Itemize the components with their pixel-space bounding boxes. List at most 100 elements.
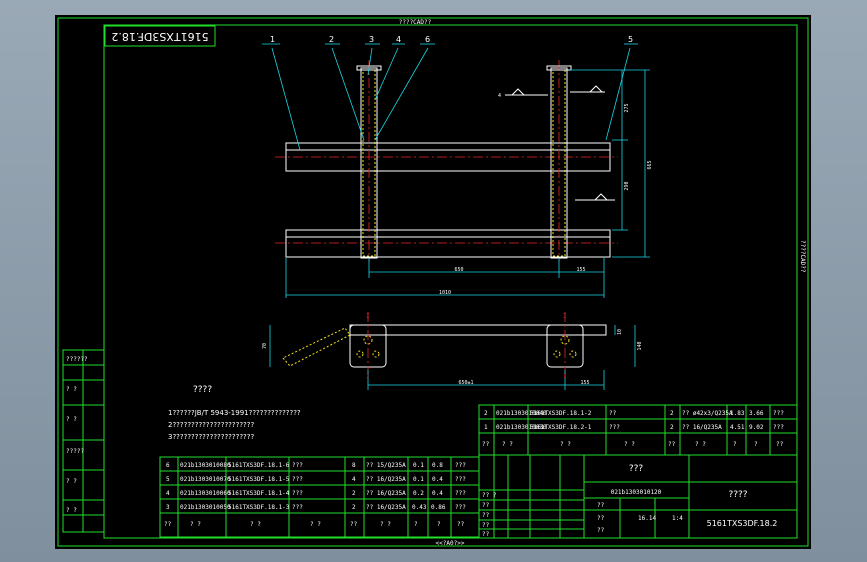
- section-mark: I: [563, 373, 567, 380]
- note-line: 2??????????????????????: [168, 421, 254, 429]
- bom-cell: 4: [166, 490, 170, 497]
- bom-header-cell: ? ?: [560, 441, 571, 448]
- bom-cell: 0.86: [431, 504, 446, 511]
- note-line: 1??????JB/T 5943-1991??????????????: [168, 409, 301, 417]
- bom-cell: 5161TXS3DF.18.1-2: [530, 410, 592, 417]
- section-mark: I: [366, 313, 370, 320]
- bom-header-cell: ?: [733, 441, 737, 448]
- bom-cell: 0.4: [432, 476, 443, 483]
- bom-cell: 021b1303010030: [496, 424, 547, 431]
- mirrored-number-box: [104, 25, 216, 47]
- bom-cell: ?? ø42x3/Q235A: [682, 410, 733, 417]
- bom-cell: 021b1303010060: [180, 490, 231, 497]
- bom-cell: ?? 15/Q235A: [366, 462, 406, 469]
- small-label: ??: [482, 512, 490, 519]
- bom-cell: 0.4: [432, 490, 443, 497]
- bom-header-cell: ? ?: [695, 441, 706, 448]
- dim-155-side: 155: [580, 380, 589, 386]
- bom-cell: ???: [455, 504, 466, 511]
- bom-cell: ???: [292, 476, 303, 483]
- bom-header-cell: ??: [776, 441, 784, 448]
- bom-cell: ???: [455, 462, 466, 469]
- weight: 16.14: [638, 515, 656, 522]
- bom-cell: ???: [292, 462, 303, 469]
- bom-cell: 0.43: [412, 504, 427, 511]
- bom-cell: 0.8: [432, 462, 443, 469]
- side-dimension-lines: [269, 325, 636, 390]
- dim-1010: 1010: [439, 290, 451, 296]
- section-mark: I: [563, 313, 567, 320]
- bom-cell: ?? 16/Q235A: [366, 476, 406, 483]
- small-label: ??: [597, 502, 605, 509]
- bom-cell: 3.66: [749, 410, 764, 417]
- bom-cell: 5161TXS3DF.18.1-5: [228, 476, 290, 483]
- small-label: ?? ?: [482, 492, 497, 499]
- outer-border: [57, 17, 809, 547]
- bom-cell: ???: [455, 476, 466, 483]
- small-label: ??: [482, 522, 490, 529]
- bom-cell: 1.83: [730, 410, 745, 417]
- side-label: ?????: [66, 448, 84, 455]
- bom-cell: 8: [352, 462, 356, 469]
- side-view[interactable]: 650±1 155 10 140 70 I I I I: [262, 312, 643, 390]
- bom-header-cell: ? ?: [502, 441, 513, 448]
- bom-cell: 2: [670, 410, 674, 417]
- bom-cell: ???: [609, 424, 620, 431]
- top-view[interactable]: 4 1 2 3 4 6 5: [262, 35, 653, 298]
- title-block[interactable]: ??? 021b1303010120 ???? 5161TXS3DF.18.2 …: [478, 454, 798, 539]
- inner-border: [103, 24, 798, 539]
- bom-cell: 6: [166, 462, 170, 469]
- bom-cell: 021b1303010050: [180, 504, 231, 511]
- bom-header-cell: ? ?: [624, 441, 635, 448]
- dimension-lines: [285, 69, 650, 298]
- dim-10: 10: [617, 329, 623, 335]
- callout-2: 2: [329, 35, 334, 44]
- bom-cell: 5161TXS3DF.18.1-4: [228, 490, 290, 497]
- bom-cell: 5161TXS3DF.18.1-6: [228, 462, 290, 469]
- svg-text:4: 4: [498, 93, 501, 99]
- bom-table[interactable]: 6 021b1303010080 5161TXS3DF.18.1-6 ??? 8…: [159, 456, 480, 538]
- bom-header-cell: ??: [350, 521, 358, 528]
- side-label: ? ?: [66, 386, 77, 393]
- bom-cell: 2: [352, 490, 356, 497]
- right-frame-label: ????CAD??: [799, 240, 806, 273]
- small-label: ??: [597, 515, 605, 522]
- small-label: ??: [482, 531, 490, 538]
- bom-cell: ?? 16/Q235A: [366, 504, 406, 511]
- scale: 1:4: [672, 515, 683, 522]
- bom-cell: 0.1: [413, 462, 424, 469]
- side-label: ? ?: [66, 507, 77, 514]
- bom-header-cell: ??: [668, 441, 676, 448]
- drawing-sheet: [55, 15, 811, 549]
- bom-header-cell: ? ?: [190, 521, 201, 528]
- bom-cell: ??: [609, 410, 617, 417]
- bottom-frame-label: <<?A0?>>: [436, 540, 465, 547]
- bom-cell: ???: [455, 490, 466, 497]
- bom-cell: ???: [292, 490, 303, 497]
- dim-290: 290: [624, 181, 630, 190]
- dim-275: 275: [624, 103, 630, 112]
- category: ????: [728, 490, 747, 500]
- dim-155: 155: [576, 267, 585, 273]
- bom-cell: 021b1303010080: [180, 462, 231, 469]
- bom-cell: 1: [484, 424, 488, 431]
- bom-cell: 3: [166, 504, 170, 511]
- drawing-number: 5161TXS3DF.18.2: [707, 519, 778, 528]
- bom-top-table[interactable]: 2 021b1303010040 5161TXS3DF.18.1-2 ?? 2 …: [478, 404, 798, 456]
- small-label: ??: [597, 527, 605, 534]
- section-mark: I: [366, 373, 370, 380]
- part-code: 021b1303010120: [611, 489, 662, 496]
- dim-650: 650: [454, 267, 463, 273]
- dim-70: 70: [262, 343, 268, 349]
- bom-cell: 0.1: [413, 476, 424, 483]
- bom-cell: 0.2: [413, 490, 424, 497]
- bom-cell: 2: [352, 504, 356, 511]
- bom-cell: 2: [484, 410, 488, 417]
- side-label: ??????: [66, 356, 88, 363]
- bom-cell: ?? 16/Q235A: [366, 490, 406, 497]
- callout-3: 3: [369, 35, 374, 44]
- mirrored-drawing-number: 5161TXS3DF.18.2: [111, 30, 208, 43]
- bom-header-cell: ? ?: [380, 521, 391, 528]
